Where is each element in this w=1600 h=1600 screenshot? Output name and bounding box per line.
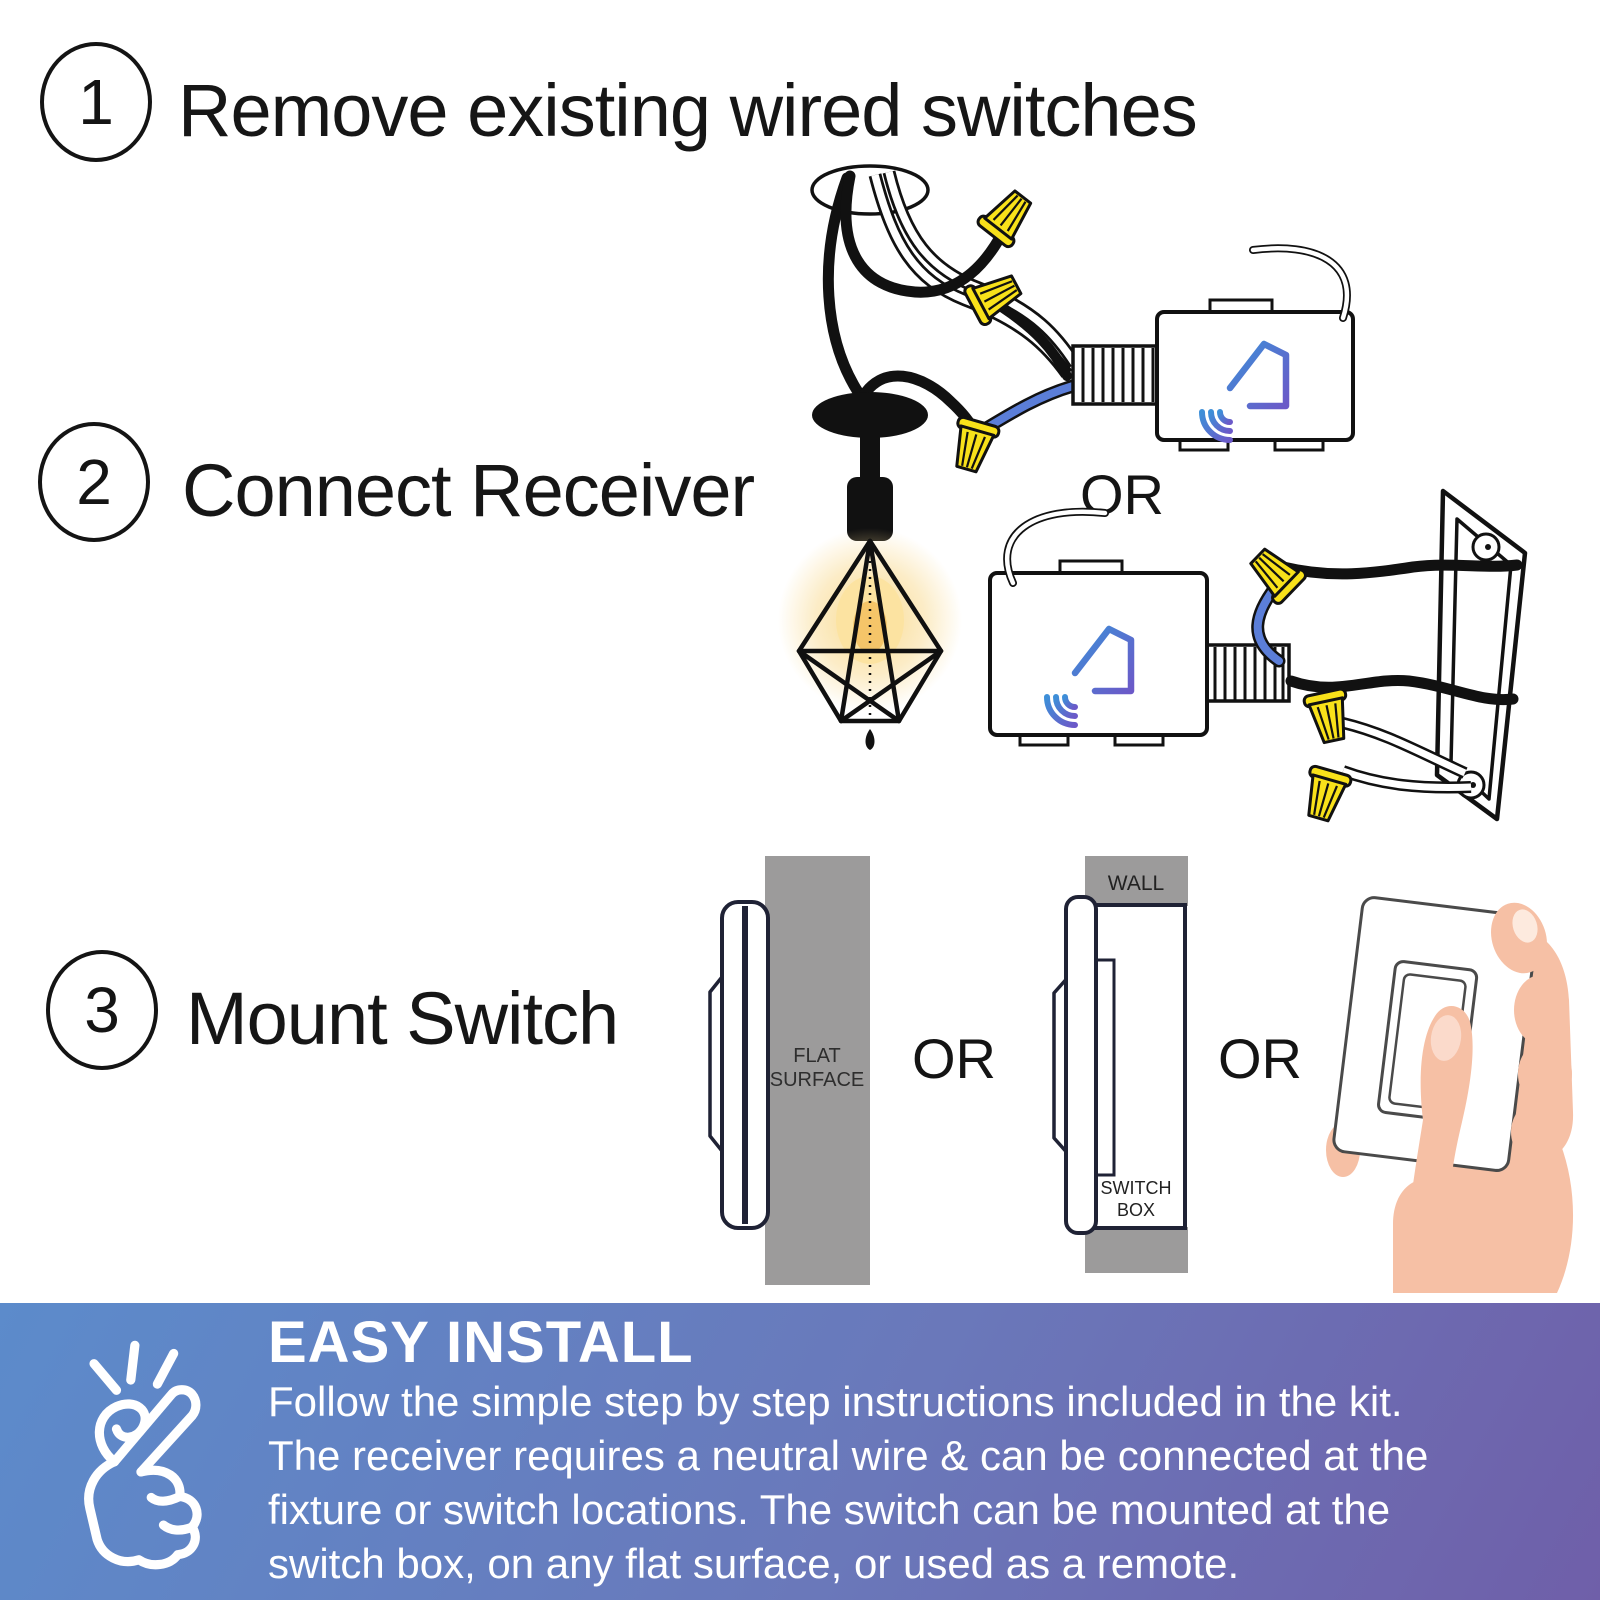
banner-line-3: fixture or switch locations. The switch … <box>268 1486 1391 1533</box>
switchbox-wiring-diagram <box>988 488 1528 826</box>
receiver-module-2 <box>988 507 1291 747</box>
step-2-number: 2 <box>76 446 112 518</box>
ceiling-hole <box>810 164 930 216</box>
wall-bar-top <box>1085 856 1188 906</box>
snapping-fingers-icon <box>84 1340 202 1570</box>
switch-box-label-line2: BOX <box>1117 1200 1155 1220</box>
receiver-antenna-wire <box>1249 244 1351 322</box>
black-wire-bottom <box>1285 674 1519 706</box>
black-wire-b <box>998 303 1072 381</box>
pull-chain-end <box>865 729 875 750</box>
white-wire-pair-2 <box>1340 717 1472 794</box>
wall-bar-bottom <box>1085 1227 1188 1273</box>
step-3-title: Mount Switch <box>186 977 619 1060</box>
step-1-number-badge: 1 <box>40 42 152 162</box>
lamp-socket <box>847 477 893 541</box>
hand-fingers <box>1491 902 1572 1163</box>
banner-line-1: Follow the simple step by step instructi… <box>268 1378 1403 1425</box>
handheld-remote-illustration <box>1326 896 1574 1293</box>
pendant-light-illustration <box>778 392 962 750</box>
mount-flat-surface-diagram: FLAT SURFACE <box>708 856 870 1285</box>
flat-surface-label-line2: SURFACE <box>770 1069 864 1091</box>
lamp-canopy <box>812 392 928 438</box>
banner-title: EASY INSTALL <box>268 1310 694 1375</box>
receiver-body <box>1155 310 1355 442</box>
switch-body-side-2 <box>1064 895 1098 1235</box>
receiver-threaded-nipple <box>1071 344 1161 406</box>
or-label-mount-left: OR <box>912 1027 996 1090</box>
smart-home-logo-icon-2 <box>1044 625 1135 728</box>
flat-surface-bar <box>765 856 870 1285</box>
step-2-number-badge: 2 <box>38 422 150 542</box>
wall-label: WALL <box>1108 872 1164 895</box>
easy-install-banner: EASY INSTALL Follow the simple step by s… <box>0 1303 1600 1600</box>
fixture-wiring-diagram <box>810 164 1355 477</box>
receiver-module <box>1071 244 1355 452</box>
smart-home-logo-icon <box>1199 340 1290 443</box>
black-wire-top <box>1277 559 1523 580</box>
wall-switch-box <box>1434 488 1528 822</box>
or-label-mount-right: OR <box>1218 1027 1302 1090</box>
mount-switch-box-diagram: WALL SWITCH BOX <box>1052 856 1188 1273</box>
hand-thumb <box>1403 1005 1473 1293</box>
flat-surface-label-line1: FLAT <box>793 1045 840 1067</box>
step-3-number: 3 <box>84 974 120 1046</box>
switch-box-label-line1: SWITCH <box>1101 1178 1172 1198</box>
step-3-number-badge: 3 <box>46 950 158 1070</box>
receiver-body-2 <box>988 571 1209 737</box>
black-wire-to-fixture <box>822 172 864 398</box>
step-1-number: 1 <box>78 66 114 138</box>
step-2-title: Connect Receiver <box>182 449 755 532</box>
blue-neutral-wire-2 <box>1251 578 1286 668</box>
banner-line-4: switch box, on any flat surface, or used… <box>268 1540 1240 1587</box>
banner-line-2: The receiver requires a neutral wire & c… <box>268 1432 1429 1479</box>
receiver-antenna-wire-2 <box>1003 507 1109 587</box>
banner-text-block: EASY INSTALL Follow the simple step by s… <box>268 1311 1588 1591</box>
step-1-title: Remove existing wired switches <box>178 69 1198 152</box>
black-wire-a <box>840 170 1009 298</box>
